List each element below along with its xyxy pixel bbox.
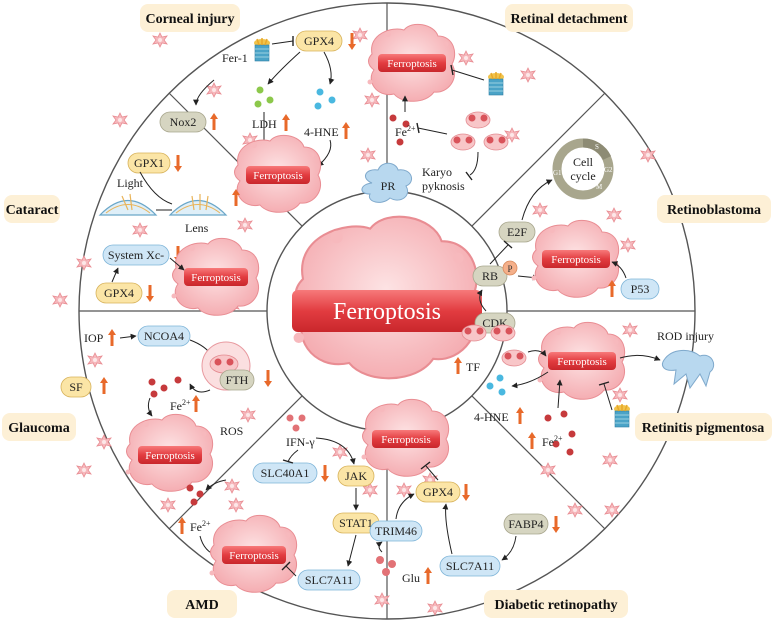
p53-label: P53 (631, 282, 650, 296)
stat1-label: STAT1 (339, 516, 373, 530)
sf-label: SF (69, 380, 83, 394)
nox2-label: Nox2 (170, 115, 197, 129)
hne-label: 4-HNE (304, 125, 339, 139)
section-cataract: GPX1 Light Lens System Xc- GPX4 Ferropto… (95, 152, 260, 316)
m-label: M (596, 183, 603, 191)
label-corneal-injury: Corneal injury (145, 12, 234, 27)
amd-fe-label: Fe2+ (190, 519, 211, 534)
ifn-gamma-label: IFN-γ (286, 435, 315, 449)
section-amd: IFN-γ SLC40A1 JAK STAT1 SLC7A11 Fe2+ Fer… (178, 414, 380, 593)
glu-label: Glu (402, 571, 420, 585)
rb-label: RB (482, 269, 498, 283)
cell-cycle-label-1: Cell (573, 155, 594, 169)
karyo-label: Karyo (422, 165, 452, 179)
section-retinitis-pigmentosa: TF Ferroptosis ROD injury 4-HNE Fe2+ (454, 321, 715, 456)
e2f-label: E2F (507, 225, 527, 239)
fabp4-label: FABP4 (508, 517, 543, 531)
star-decoration-icon (76, 462, 92, 478)
fer1-drug-icon (253, 37, 271, 62)
s-label: S (595, 143, 599, 151)
pyknosis-label: pyknosis (422, 179, 465, 193)
disease-labels: Corneal injury Retinal detachment Catara… (2, 4, 772, 618)
diabetic-ferroptosis-cell: Ferroptosis (381, 434, 431, 446)
star-decoration-icon (152, 32, 168, 48)
section-diabetic-retinopathy: Ferroptosis GPX4 TRIM46 FABP4 SLC7A11 Gl… (361, 398, 560, 585)
label-amd: AMD (185, 598, 218, 613)
rbc-cluster (450, 111, 509, 151)
fth-label: FTH (226, 373, 249, 387)
cataract-gpx4: GPX4 (104, 286, 134, 300)
rod-injury-label: ROD injury (657, 329, 714, 343)
corneal-gpx4: GPX4 (304, 34, 334, 48)
cataract-gpx1: GPX1 (134, 156, 164, 170)
ros-label: ROS (220, 424, 243, 438)
g1-label: G1 (553, 169, 562, 177)
cataract-ferroptosis-cell: Ferroptosis (191, 272, 241, 284)
cell-cycle-label-2: cycle (570, 169, 595, 183)
amd-ferroptosis-cell: Ferroptosis (229, 550, 279, 562)
diabetic-slc7a11-label: SLC7A11 (446, 559, 494, 573)
retinoblastoma-ferroptosis-cell: Ferroptosis (551, 254, 601, 266)
drug-icon (613, 403, 631, 428)
lens-label: Lens (185, 221, 209, 235)
label-glaucoma: Glaucoma (8, 421, 69, 436)
trim46-label: TRIM46 (375, 524, 417, 538)
amd-slc7a11-label: SLC7A11 (305, 573, 353, 587)
p-label: P (507, 264, 512, 274)
center-ferroptosis: Ferroptosis (292, 215, 482, 380)
jak-label: JAK (345, 469, 367, 483)
star-decoration-icon (52, 292, 68, 308)
light-label: Light (117, 176, 144, 190)
label-cataract: Cataract (6, 203, 59, 218)
label-retinitis-pigmentosa: Retinitis pigmentosa (642, 421, 765, 436)
fer1-label: Fer-1 (222, 51, 248, 65)
label-retinal-detachment: Retinal detachment (510, 12, 627, 27)
drug-icon (487, 71, 505, 96)
diabetic-gpx4-label: GPX4 (423, 485, 453, 499)
iop-label: IOP (84, 331, 104, 345)
retinitis-hne-label: 4-HNE (474, 410, 509, 424)
g2-label: G2 (604, 166, 613, 174)
section-glaucoma: IOP NCOA4 FTH SF Fe2+ ROS Ferroptosis (60, 325, 272, 492)
glaucoma-fe-label: Fe2+ (170, 398, 191, 413)
section-retinal-detachment: Ferroptosis Fe2+ PR Karyo pyknosis (361, 23, 509, 203)
ncoa4-label: NCOA4 (144, 329, 184, 343)
label-retinoblastoma: Retinoblastoma (667, 203, 761, 218)
corneal-ferroptosis-cell: Ferroptosis (253, 170, 303, 182)
retinal-fe-label: Fe2+ (395, 124, 416, 139)
section-corneal-injury: Fer-1 GPX4 LDH 4-HNE Nox2 Ferroptosis (159, 30, 356, 213)
center-label: Ferroptosis (333, 299, 441, 325)
tf-label: TF (466, 360, 480, 374)
slc40a1-label: SLC40A1 (261, 466, 310, 480)
retinal-ferroptosis-cell: Ferroptosis (387, 58, 437, 70)
systemxc-label: System Xc- (108, 248, 164, 262)
label-diabetic-retinopathy: Diabetic retinopathy (494, 598, 617, 613)
retinitis-ferroptosis-cell: Ferroptosis (557, 356, 607, 368)
pr-label: PR (381, 179, 396, 193)
glaucoma-ferroptosis-cell: Ferroptosis (145, 450, 195, 462)
star-decoration-icon (112, 112, 128, 128)
retinitis-fe-label: Fe2+ (542, 434, 563, 449)
